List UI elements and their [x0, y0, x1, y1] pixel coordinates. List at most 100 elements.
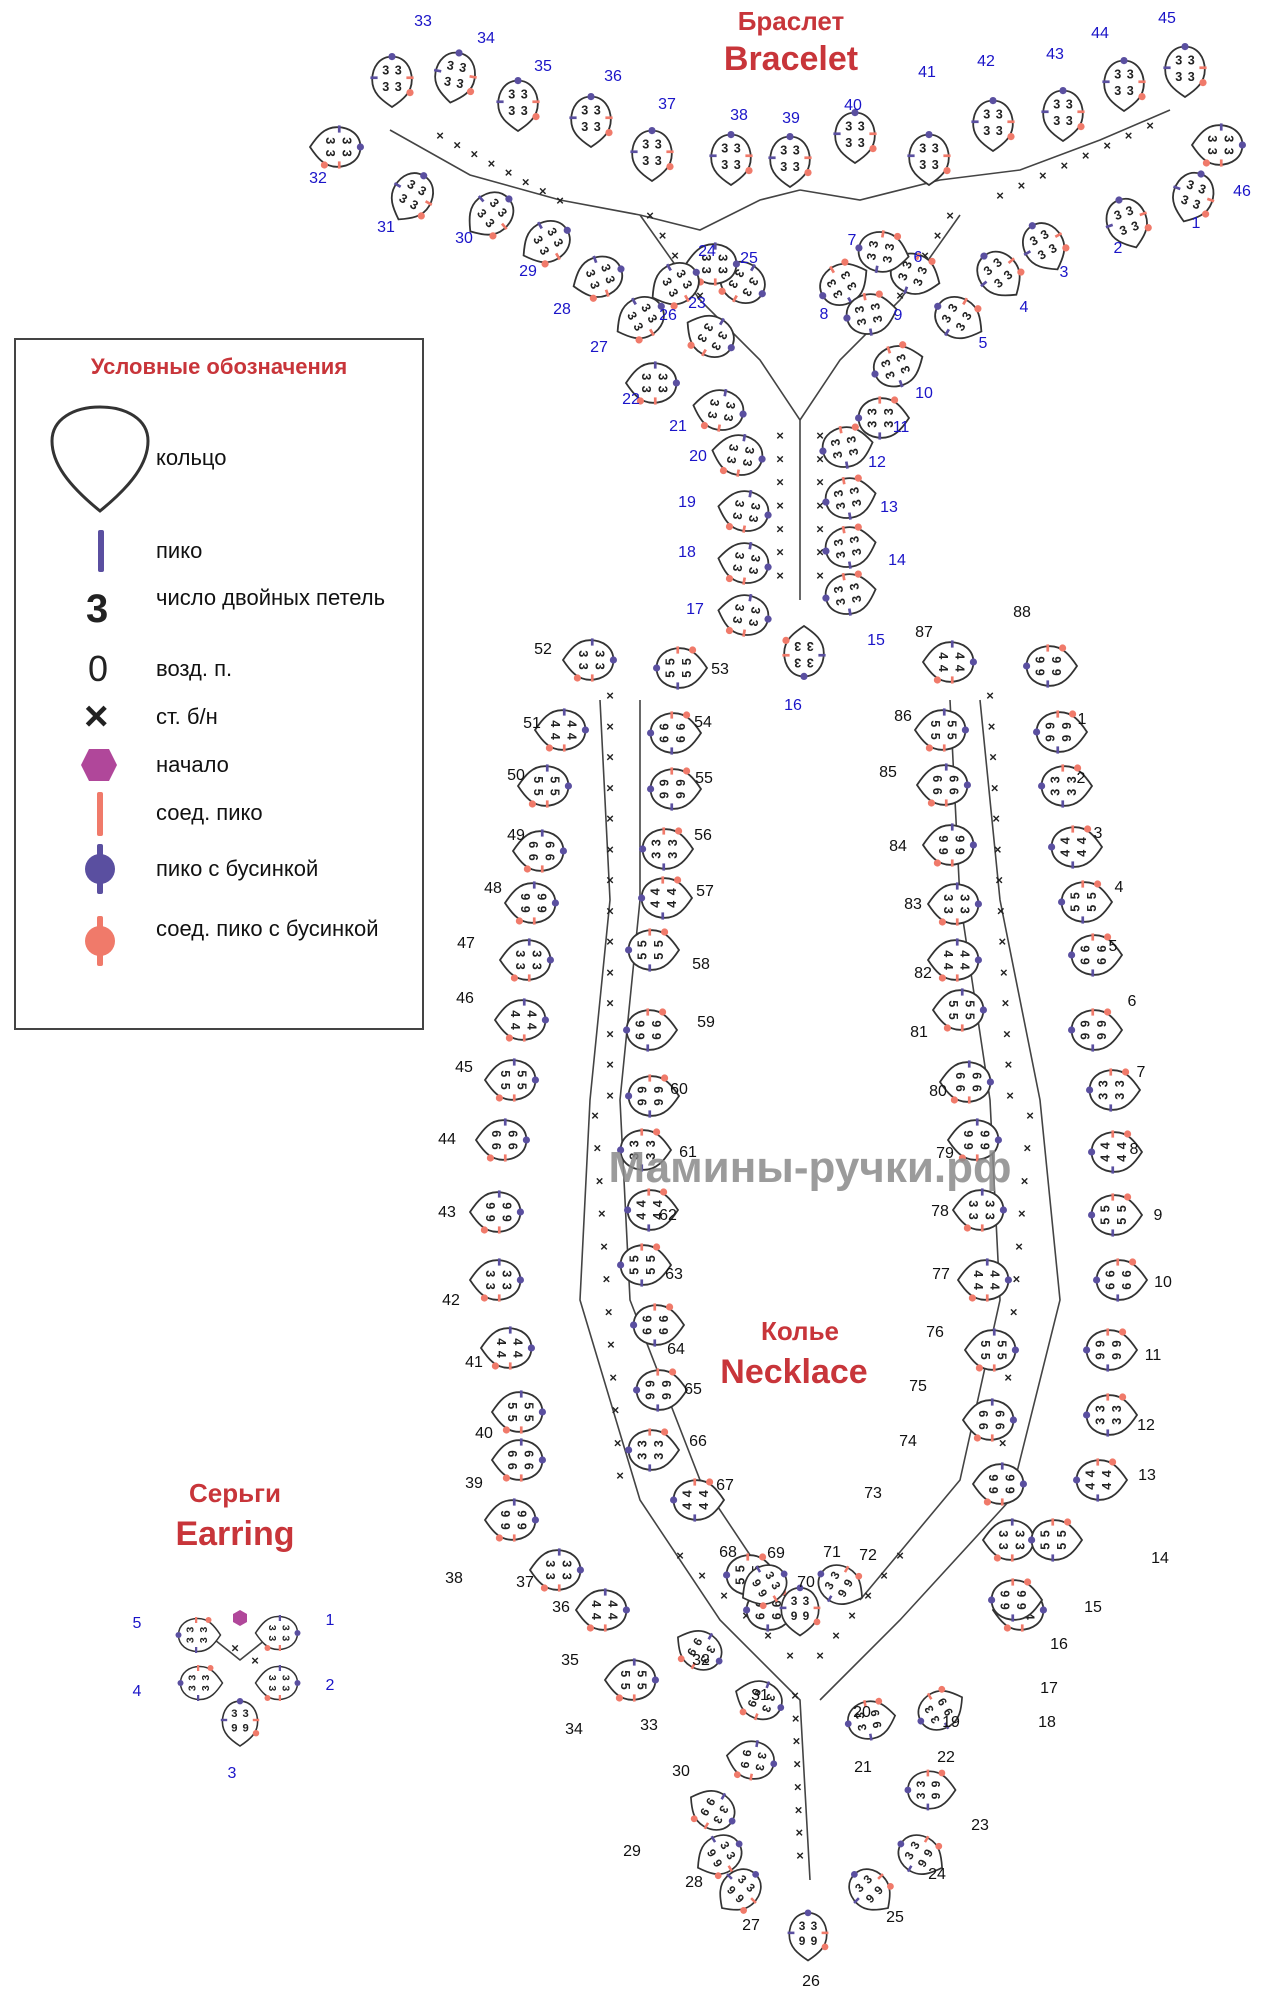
ring-stitch-count: 4	[564, 720, 578, 727]
ring-stitch-count: 6	[999, 1603, 1013, 1610]
ring-stitch-count: 3	[628, 1140, 642, 1147]
ring-stitch-count: 9	[1095, 1020, 1109, 1027]
bracelet-ring-number: 30	[455, 230, 473, 247]
ring-stitch-count: 6	[650, 1033, 664, 1040]
ring-stitch-count: 3	[1113, 1080, 1127, 1087]
ring-stitch-count: 5	[547, 776, 561, 783]
bracelet-ring-number: 41	[918, 64, 936, 81]
ring-stitch-count: 3	[996, 1543, 1010, 1550]
necklace-ring-number: 87	[915, 624, 933, 641]
ring-stitch-count: 3	[655, 373, 669, 380]
ring-stitch-count: 3	[1066, 98, 1073, 112]
ring-stitch-count: 5	[1099, 1205, 1113, 1212]
ring-stitch-count: 6	[1120, 1283, 1134, 1290]
ring-stitch-count: 6	[641, 1328, 655, 1335]
ring-stitch-count: 3	[759, 1703, 775, 1714]
ring-stitch-count: 4	[1099, 1142, 1113, 1149]
ring-stitch-count: 4	[508, 1010, 522, 1017]
necklace-sc: ×	[795, 1802, 803, 1817]
necklace-sc: ×	[1000, 965, 1008, 980]
bracelet-sc: ×	[946, 208, 954, 223]
necklace-sc: ×	[816, 1648, 824, 1663]
necklace-ring-number: 71	[823, 1544, 841, 1561]
necklace-ring-number: 79	[936, 1145, 954, 1162]
ring-stitch-count: 3	[594, 120, 601, 134]
ring-stitch-count: 9	[652, 1086, 666, 1093]
ring-stitch-count: 3	[895, 271, 911, 282]
necklace-sc: ×	[603, 1272, 611, 1287]
ring-stitch-count: 4	[649, 901, 663, 908]
necklace-sc: ×	[794, 1779, 802, 1794]
ring-stitch-count: 9	[791, 1609, 798, 1623]
necklace-ring-number: 76	[926, 1324, 944, 1341]
bracelet-ring-number: 13	[880, 499, 898, 516]
necklace-sc: ×	[720, 1588, 728, 1603]
ring-stitch-count: 9	[1044, 735, 1058, 742]
ring-stitch-count: 6	[489, 1143, 503, 1150]
ring-stitch-count: 4	[649, 888, 663, 895]
bracelet-sc: ×	[816, 498, 824, 513]
necklace-sc: ×	[1005, 1057, 1013, 1072]
necklace-ring-number: 29	[623, 1843, 641, 1860]
bracelet-sc: ×	[816, 568, 824, 583]
ring-stitch-count: 5	[1039, 1543, 1053, 1550]
bracelet-sc: ×	[1082, 148, 1090, 163]
ring-stitch-count: 3	[280, 1625, 292, 1631]
ring-stitch-count: 9	[674, 779, 688, 786]
bracelet-ring-number: 26	[659, 307, 677, 324]
ring-stitch-count: 3	[1175, 54, 1182, 68]
bracelet-sc: ×	[776, 475, 784, 490]
necklace-ring-number: 50	[507, 767, 525, 784]
ring-stitch-count: 3	[1221, 135, 1235, 142]
ring-stitch-count: 9	[483, 1215, 497, 1222]
ring-stitch-count: 5	[547, 789, 561, 796]
necklace-sc: ×	[593, 1141, 601, 1156]
cross-stitch-icon: ×	[84, 692, 109, 739]
ring-stitch-count: 5	[644, 1255, 658, 1262]
necklace-ring-number: 41	[465, 1354, 483, 1371]
bracelet-sc: ×	[816, 475, 824, 490]
ring-stitch-count: 4	[971, 1283, 985, 1290]
ring-stitch-count: 3	[858, 120, 865, 134]
bracelet-ring-number: 24	[698, 243, 716, 260]
ring-stitch-count: 3	[866, 408, 880, 415]
ring-stitch-count: 9	[636, 1099, 650, 1106]
necklace-ring-number: 8	[1130, 1141, 1139, 1158]
ring-stitch-count: 9	[799, 1934, 806, 1948]
ring-stitch-count: 4	[936, 652, 950, 659]
bracelet-sc: ×	[1018, 178, 1026, 193]
ring-stitch-count: 3	[715, 267, 729, 274]
ring-stitch-count: 6	[930, 775, 944, 782]
bracelet-ring-number: 21	[669, 418, 687, 435]
bracelet-ring-number: 46	[1233, 183, 1251, 200]
ring-stitch-count: 6	[674, 723, 688, 730]
ring-stitch-count: 3	[721, 142, 728, 156]
ring-stitch-count: 3	[849, 594, 864, 603]
necklace-sc: ×	[606, 842, 614, 857]
ring-stitch-count: 5	[1085, 905, 1099, 912]
ring-stitch-count: 3	[644, 1140, 658, 1147]
ring-stitch-count: 3	[831, 585, 846, 594]
ring-stitch-count: 3	[957, 907, 971, 914]
ring-stitch-count: 3	[543, 1573, 557, 1580]
ring-stitch-count: 3	[594, 104, 601, 118]
ring-stitch-count: 4	[524, 1023, 538, 1030]
ring-stitch-count: 3	[543, 1560, 557, 1567]
necklace-ring-number: 65	[684, 1381, 702, 1398]
ring-stitch-count: 6	[1050, 656, 1064, 663]
